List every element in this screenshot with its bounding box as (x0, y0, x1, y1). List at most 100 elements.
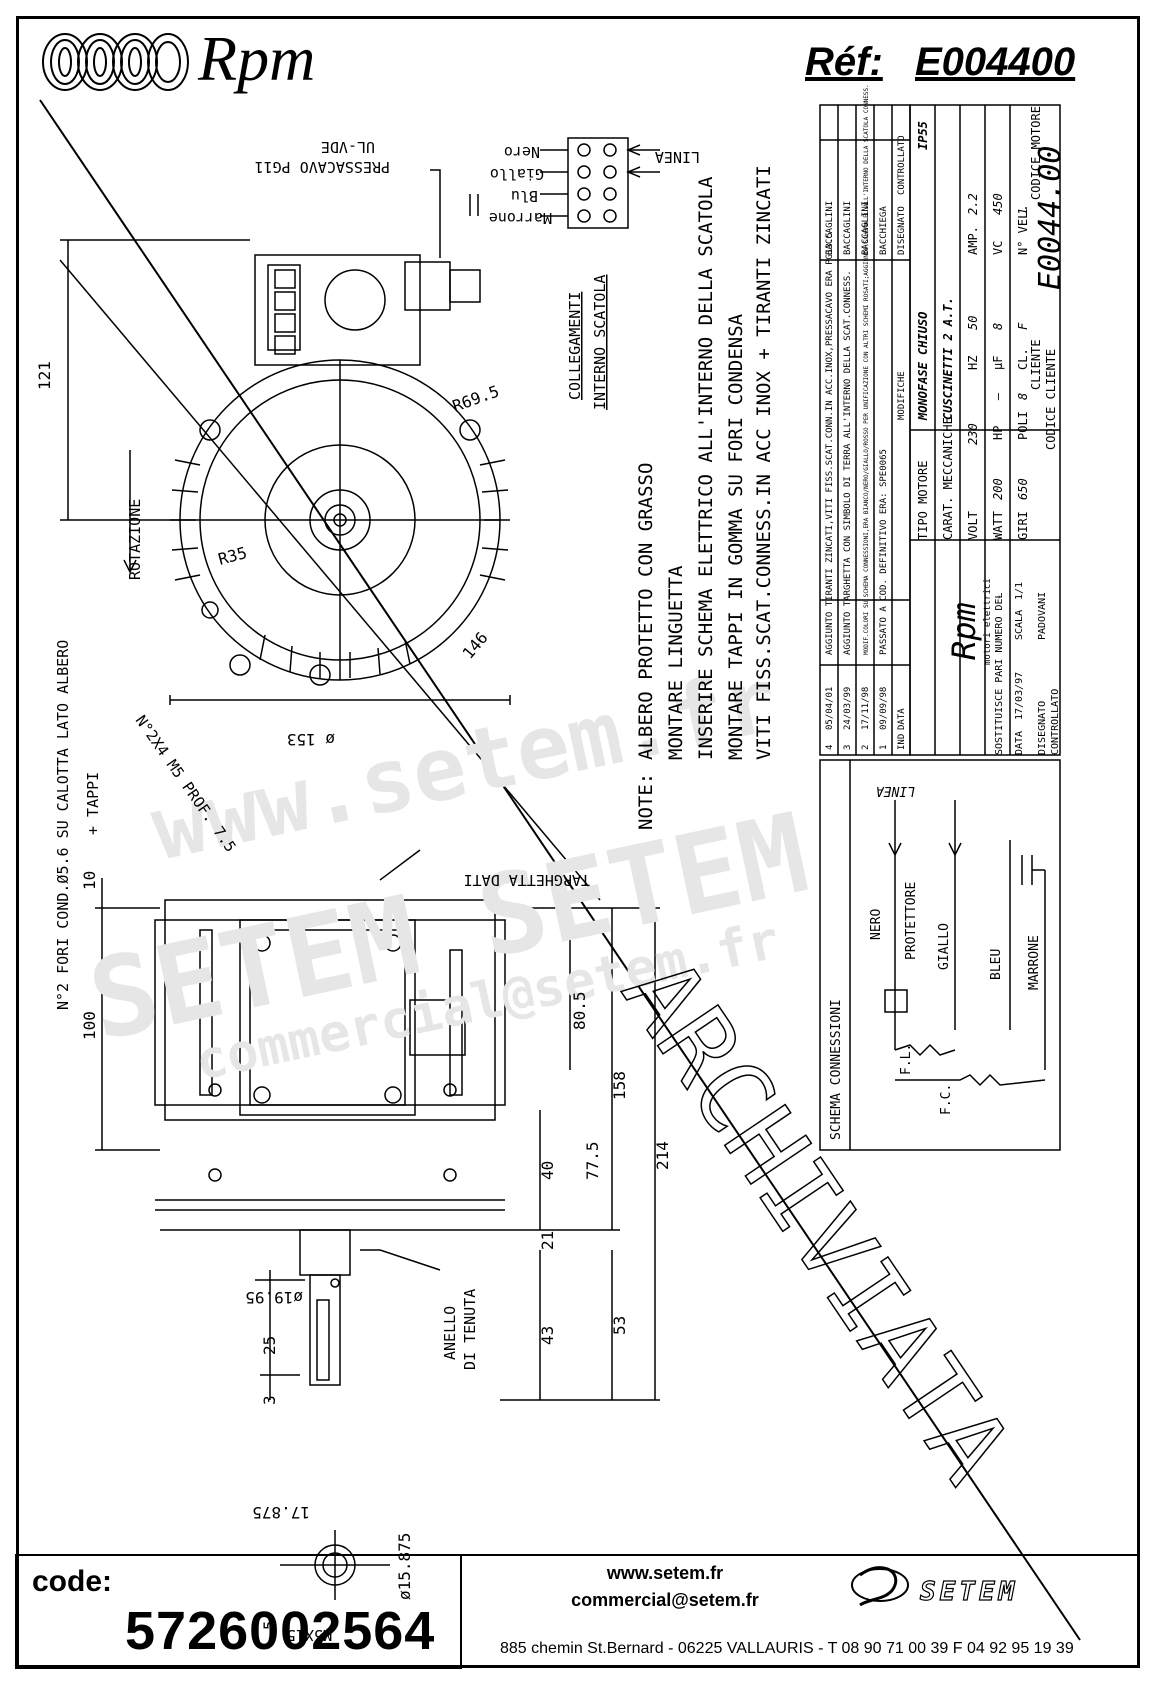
dim-17875: 17.875 (252, 1503, 310, 1522)
sostituisce-value: - (994, 594, 1005, 600)
volt-value: 230 (966, 423, 980, 445)
dim-43: 43 (538, 1326, 557, 1345)
schema-nero: NERO (869, 909, 884, 940)
watt-value: 200 (991, 478, 1005, 500)
seal-label-2: DI TENUTA (461, 1289, 479, 1370)
poli-value: 8 (1016, 393, 1030, 400)
note-line-2: MONTARE LINGUETTA (665, 565, 687, 760)
schema-giallo: GIALLO (937, 923, 952, 970)
amp-label: AMP. (966, 226, 980, 255)
nameplate-label: TARGHETTA DATI (464, 871, 590, 889)
dim-158: 158 (610, 1071, 629, 1100)
rev-header-mod: MODIFICHE (897, 371, 907, 420)
schema-bleu: BLEU (989, 949, 1004, 980)
email-link[interactable]: commercial@setem.fr (571, 1590, 759, 1610)
uf-value: 8 (991, 323, 1005, 330)
titleblock-brand: Rpm (945, 602, 983, 660)
setem-logo (851, 1566, 909, 1607)
nvel-value: 1 (1016, 208, 1030, 215)
key-label: M5X15 (287, 1626, 332, 1644)
rev-ind-1: 1 (879, 745, 889, 750)
setem-logo-text: SETEM (920, 1577, 1018, 1607)
giri-label: GIRI (1016, 511, 1030, 540)
rev-date-4: 05/04/01 (825, 687, 835, 730)
notes-prefix: NOTE: (635, 773, 657, 830)
disegnato-value: PADOVANI (1037, 592, 1048, 640)
schema-marrone: MARRONE (1027, 935, 1042, 990)
cl-value: F (1016, 322, 1030, 330)
carat-value: CUSCINETTI 2 A.T. (941, 297, 955, 420)
connections-title-2: INTERNO SCATOLA (591, 275, 609, 410)
dim-25: 25 (260, 1336, 279, 1355)
scala-value: 1/1 (1014, 582, 1025, 600)
dim-146: 146 (459, 628, 492, 662)
dim-80: 80.5 (570, 991, 589, 1030)
wire-nero: Nero (504, 143, 540, 161)
codice-cliente-label: CODICE CLIENTE (1044, 349, 1058, 450)
connections-title-1: COLLEGAMENTI (566, 292, 584, 400)
cable-gland-label: PRESSACAVO PG11 (255, 158, 390, 176)
connections-line: LINEA (655, 148, 700, 166)
dim-153: ø 153 (287, 730, 335, 749)
schema-linea: LINEA (876, 783, 915, 798)
nvel-label: N° VEL. (1016, 204, 1030, 255)
rev-date-3: 24/03/99 (843, 687, 853, 730)
rev-text-4: AGGIUNTO TIRANTI ZINCATI,VITI FISS.SCAT.… (825, 232, 835, 655)
data-value: 17/03/97 (1014, 672, 1025, 720)
wire-blu: Blu (511, 187, 538, 205)
rev-date-2: 17/11/98 (861, 687, 871, 730)
rev-text-3: AGGIUNTO TARGHETTA CON SIMBOLO DI TERRA … (843, 270, 853, 655)
carat-label: CARAT. MECCANICHE (941, 417, 955, 540)
scala-label: SCALA (1014, 610, 1025, 640)
vc-value: 450 (991, 193, 1005, 215)
disegnato-label: DISEGNATO (1037, 701, 1048, 755)
amp-value: 2.2 (966, 193, 980, 215)
code-value: 5726002564 (125, 1601, 436, 1661)
seal-label: ANELLO (441, 1306, 459, 1360)
rev-by-3: BACCAGLINI (843, 201, 853, 255)
rev-ind-3: 3 (843, 745, 853, 750)
vc-label: VC (991, 241, 1005, 255)
schema-fc: F.C. (939, 1084, 954, 1115)
schema-protettore: PROTETTORE (904, 882, 919, 960)
holes-label-2: + TAPPI (84, 772, 102, 835)
drawing-frame (16, 16, 1140, 1668)
sostituisce-label: SOSTITUISCE PARI NUMERO DEL (994, 592, 1005, 755)
giri-value: 650 (1016, 478, 1030, 500)
dim-40: 40 (538, 1161, 557, 1180)
uf-label: μF (991, 356, 1005, 370)
codice-motore-label: CODICE MOTORE (1029, 106, 1043, 200)
note-line-3: INSERIRE SCHEMA ELETTRICO ALL'INTERNO DE… (695, 176, 717, 760)
volt-label: VOLT (966, 511, 980, 540)
website-link[interactable]: www.setem.fr (606, 1563, 724, 1583)
dim-77: 77.5 (583, 1141, 602, 1180)
dim-r69: R69.5 (450, 381, 502, 415)
note-line-5: VITI FISS.SCAT.CONNESS.IN ACC INOX + TIR… (753, 165, 775, 760)
tipo-motore-value: MONOFASE CHIUSO (916, 312, 930, 421)
rev-text-1: PASSATO A COD. DEFINITIVO ERA: SPE0065 (879, 449, 889, 655)
reference-label: Réf: (805, 40, 883, 84)
hz-label: HZ (966, 356, 980, 370)
holes-label: N°2 FORI COND.Ø5.6 SU CALOTTA LATO ALBER… (54, 640, 72, 1010)
cl-label: CL. (1016, 348, 1030, 370)
rev-by-2: BACCAGLINI (861, 201, 871, 255)
wire-marrone: Marrone (489, 209, 552, 227)
data-label: DATA (1014, 731, 1025, 755)
wire-giallo: Giallo (490, 165, 544, 183)
dim-1995: ø19.95 (245, 1288, 303, 1307)
rev-ind-2: 2 (861, 745, 871, 750)
rev-ind-4: 4 (825, 745, 835, 750)
dim-121: 121 (35, 361, 54, 390)
rpm-coil-logo (42, 33, 189, 91)
rev-header-ind: IND (897, 734, 907, 750)
dim-r35: R35 (216, 543, 249, 569)
rev-header-drawn: DISEGNATO (897, 206, 907, 255)
dim-21: 21 (538, 1231, 557, 1250)
rev-by-1: BACCHIEGA (879, 206, 889, 255)
rev-date-1: 09/09/98 (879, 687, 889, 730)
rev-text-2: MODIF.COLORI SU SCHEMA CONNESSIONI,ERA B… (863, 84, 870, 655)
watt-label: WATT (991, 511, 1005, 540)
dim-3: 3 (260, 1395, 279, 1405)
dim-100: 100 (80, 1011, 99, 1040)
